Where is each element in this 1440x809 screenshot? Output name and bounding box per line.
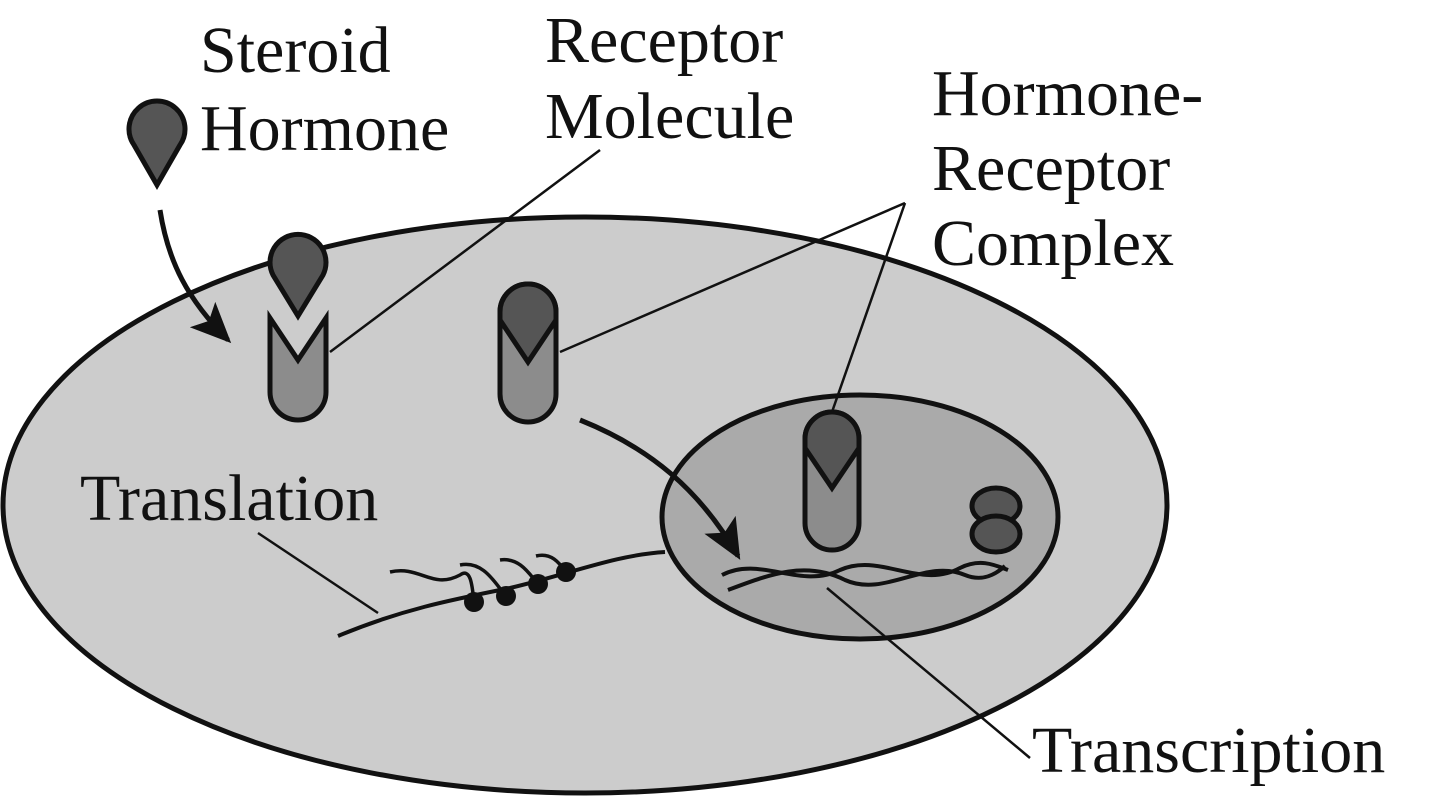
approaching-hormone [267,231,329,321]
cytoplasmic-hormone-receptor-complex [497,281,559,425]
dna-strands [721,560,1009,592]
leader-transcription [826,587,1031,759]
complex-hormone-part [497,281,559,367]
receptor-molecule [267,309,329,423]
receptor-with-approaching-hormone [267,231,329,423]
ribosome [496,586,516,606]
mrna-with-ribosomes [337,550,666,638]
ribosome [556,562,576,582]
nuclear-hormone-receptor-complex [802,409,862,553]
nuclear-complex-hormone-part [802,409,862,493]
receptor-molecule-label: Receptor Molecule [545,4,800,153]
ribosome [528,574,548,594]
transcription-label: Transcription [1032,714,1385,787]
ribosome [464,592,484,612]
free-steroid-hormone [126,98,188,191]
entry-arrow [157,209,232,344]
nuclear-body-lower [969,513,1023,555]
hormone-receptor-complex-label: Hormone- Receptor Complex [932,57,1220,280]
nuclear-entry-arrow [579,417,741,560]
steroid-hormone-label: Steroid Hormone [200,14,449,165]
leader-receptor-molecule [329,148,601,354]
translation-label: Translation [80,462,378,535]
leader-translation [257,531,379,615]
leader-complex-cytoplasm [559,201,906,354]
leader-complex-nucleus [830,202,907,413]
